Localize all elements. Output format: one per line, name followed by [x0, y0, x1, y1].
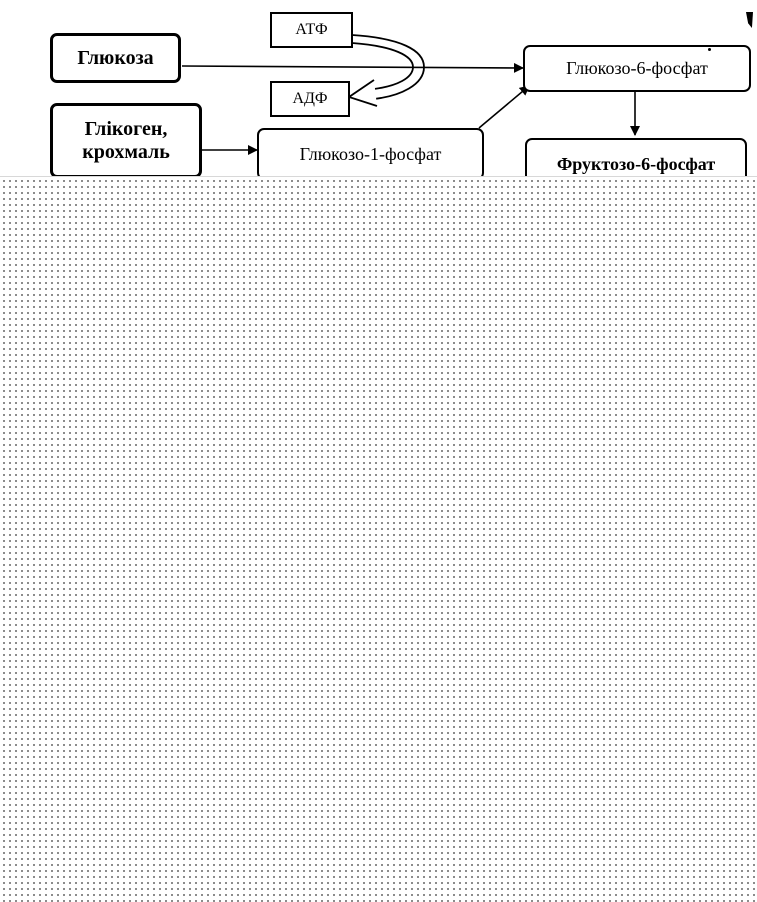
glucose-label: Глюкоза [77, 46, 154, 69]
fructose-6-phosphate-label: Фруктозо-6-фосфат [556, 153, 716, 174]
arrow-glucose-1-phosphate-to-glucose-6-phosphate [478, 85, 530, 129]
atp-node: АТФ [270, 12, 353, 48]
glucose-1-phosphate-node: Глюкозо-1-фосфат [257, 128, 484, 177]
scan-mark [746, 12, 753, 28]
glycogen-label: Глікоген, [84, 117, 168, 140]
glucose-1-phosphate-label: Глюкозо-1-фосфат [299, 143, 442, 164]
starch-label: крохмаль [82, 140, 170, 163]
atp-adp-curve-outer [351, 34, 425, 100]
adp-label: АДФ [292, 89, 328, 107]
cut-edge [0, 176, 757, 177]
atp-label: АТФ [295, 20, 328, 38]
fructose-6-phosphate-node: Фруктозо-6-фосфат [525, 138, 747, 177]
glucose-6-phosphate-node: Глюкозо-6-фосфат [523, 45, 751, 92]
atp-adp-curve-inner [351, 42, 414, 90]
diagram-area: Глюкоза Глікоген, крохмаль АТФ АДФ Глюко… [0, 0, 757, 177]
glycogen-starch-node: Глікоген, крохмаль [50, 103, 202, 177]
arrow-glucose-to-glucose-6-phosphate [181, 62, 524, 73]
dotted-fill [0, 177, 757, 902]
diagram-clip: Глюкоза Глікоген, крохмаль АТФ АДФ Глюко… [0, 0, 757, 177]
connector-layer [181, 34, 640, 155]
atp-adp-hollow-arrowhead [346, 79, 378, 107]
scan-dot [708, 48, 711, 51]
glucose-node: Глюкоза [50, 33, 181, 83]
adp-node: АДФ [270, 81, 350, 117]
glucose-6-phosphate-label: Глюкозо-6-фосфат [566, 58, 708, 79]
